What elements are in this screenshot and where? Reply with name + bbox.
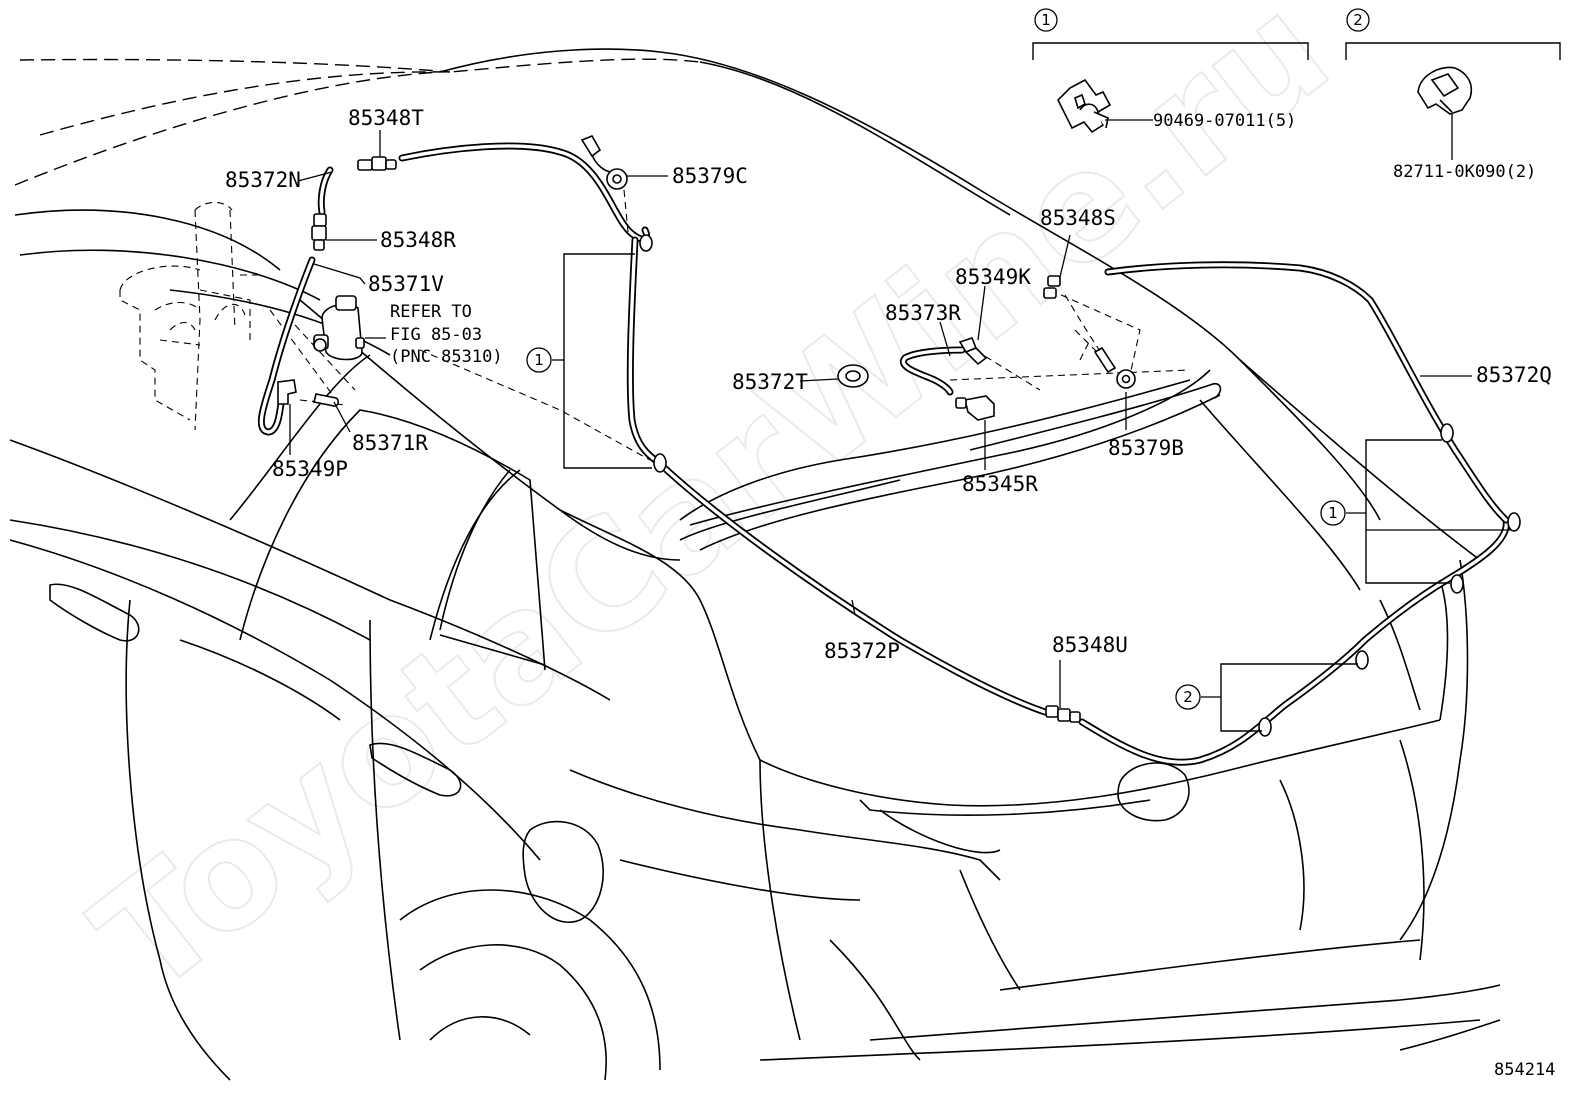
label-85373R: 85373R [885,301,961,325]
label-85348T: 85348T [348,106,424,130]
callout-2-right-number: 2 [1183,688,1193,706]
components [277,134,1521,737]
tube-85371R [313,393,339,407]
label-85345R: 85345R [962,472,1038,496]
connector-85348R [311,213,327,251]
callout-2-right: 2 [1175,663,1358,732]
legend-1-number: 1 [1041,11,1051,29]
label-85348R: 85348R [380,228,456,252]
callout-1-left: 1 [526,253,652,469]
label-85379B: 85379B [1108,436,1184,460]
hose-clamp-icon [1417,66,1473,115]
washer-pump [313,295,365,361]
jet-85345R [955,395,995,421]
connector-85349K [958,337,988,366]
legend-2-part: 82711-0K090(2) [1393,162,1536,182]
label-refer-line3: (PNC 85310) [390,347,503,367]
nozzle-85379B [1093,346,1136,389]
label-refer-line2: FIG 85-03 [390,325,482,345]
part-labels: 85348T 85372N 85348R 85371V REFER TO FIG… [225,106,1552,663]
nozzle-85379C [580,134,629,233]
grommet-85372T [837,364,869,388]
connector-85348U [1045,705,1081,723]
car-body-outline [9,48,1501,1081]
leader-lines [289,130,1472,708]
label-85379C: 85379C [672,164,748,188]
clip-icon [1057,78,1112,134]
callout-1-right: 1 [1320,439,1510,584]
label-85348S: 85348S [1040,206,1116,230]
elbow-85349P [277,379,297,405]
watermark: ToyotaCarWine.ru [65,0,1360,1028]
connector-85348S [1043,275,1061,299]
label-refer-line1: REFER TO [390,302,472,322]
label-85372P: 85372P [824,639,900,663]
label-85349K: 85349K [955,265,1031,289]
label-85371V: 85371V [368,272,444,296]
label-85349P: 85349P [272,457,348,481]
label-85348U: 85348U [1052,633,1128,657]
connector-85348T [357,156,397,171]
figure-number: 854214 [1494,1060,1555,1080]
label-85372Q: 85372Q [1476,363,1552,387]
label-85372N: 85372N [225,168,301,192]
callout-1-left-number: 1 [534,351,544,369]
label-85371R: 85371R [352,431,428,455]
legend-1-part: 90469-07011(5) [1153,111,1296,131]
legend-group-1: 1 90469-07011(5) [1032,8,1309,134]
legend-2-number: 2 [1353,11,1363,29]
label-85372T: 85372T [732,370,808,394]
callout-1-right-number: 1 [1328,504,1338,522]
legend-group-2: 2 82711-0K090(2) [1345,8,1561,182]
